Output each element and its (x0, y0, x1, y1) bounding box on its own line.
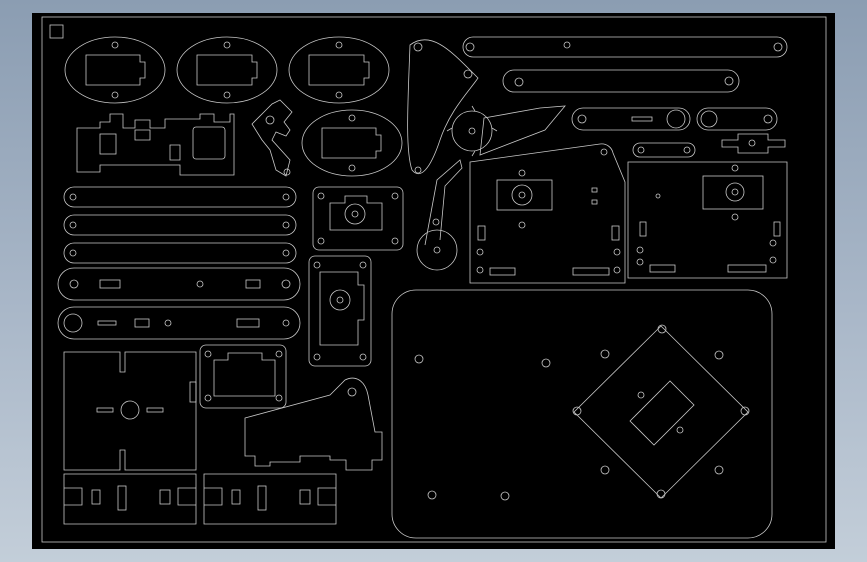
base-bracket (76, 113, 235, 176)
servo-mount-1 (312, 186, 404, 251)
bar-1 (63, 186, 297, 208)
small-link-3 (632, 142, 696, 158)
servo-mount-2 (308, 255, 372, 367)
bottom-clip-left (63, 473, 197, 525)
servo-plate-3 (288, 36, 390, 104)
small-link-2 (696, 107, 778, 131)
gear-upper (446, 105, 498, 157)
cad-viewport[interactable] (32, 13, 835, 549)
crank-link (479, 105, 566, 156)
gripper-clamp (251, 99, 293, 177)
bar-2 (63, 214, 297, 236)
claw-body (244, 377, 383, 471)
bar-4 (57, 267, 301, 301)
servo-frame (199, 344, 287, 409)
curved-arm (407, 39, 479, 175)
long-arm-2 (502, 69, 740, 93)
bottom-clip-right (203, 473, 337, 525)
box-panel (63, 351, 197, 471)
servo-plate-2 (176, 36, 278, 104)
small-link-1 (571, 107, 691, 131)
main-base-plate (391, 289, 773, 539)
base-plate-right (627, 161, 788, 279)
long-arm-1 (462, 36, 788, 58)
base-plate-left (469, 143, 626, 284)
sheet-border (41, 16, 827, 543)
laser-cut-sheet-drawing (41, 16, 827, 543)
corner-marker (49, 24, 64, 39)
servo-plate-1 (64, 36, 166, 104)
gear-lower (416, 159, 463, 271)
bar-5 (57, 306, 301, 340)
tab-connector (721, 133, 786, 154)
bar-3 (63, 242, 297, 264)
servo-plate-4 (301, 109, 403, 177)
